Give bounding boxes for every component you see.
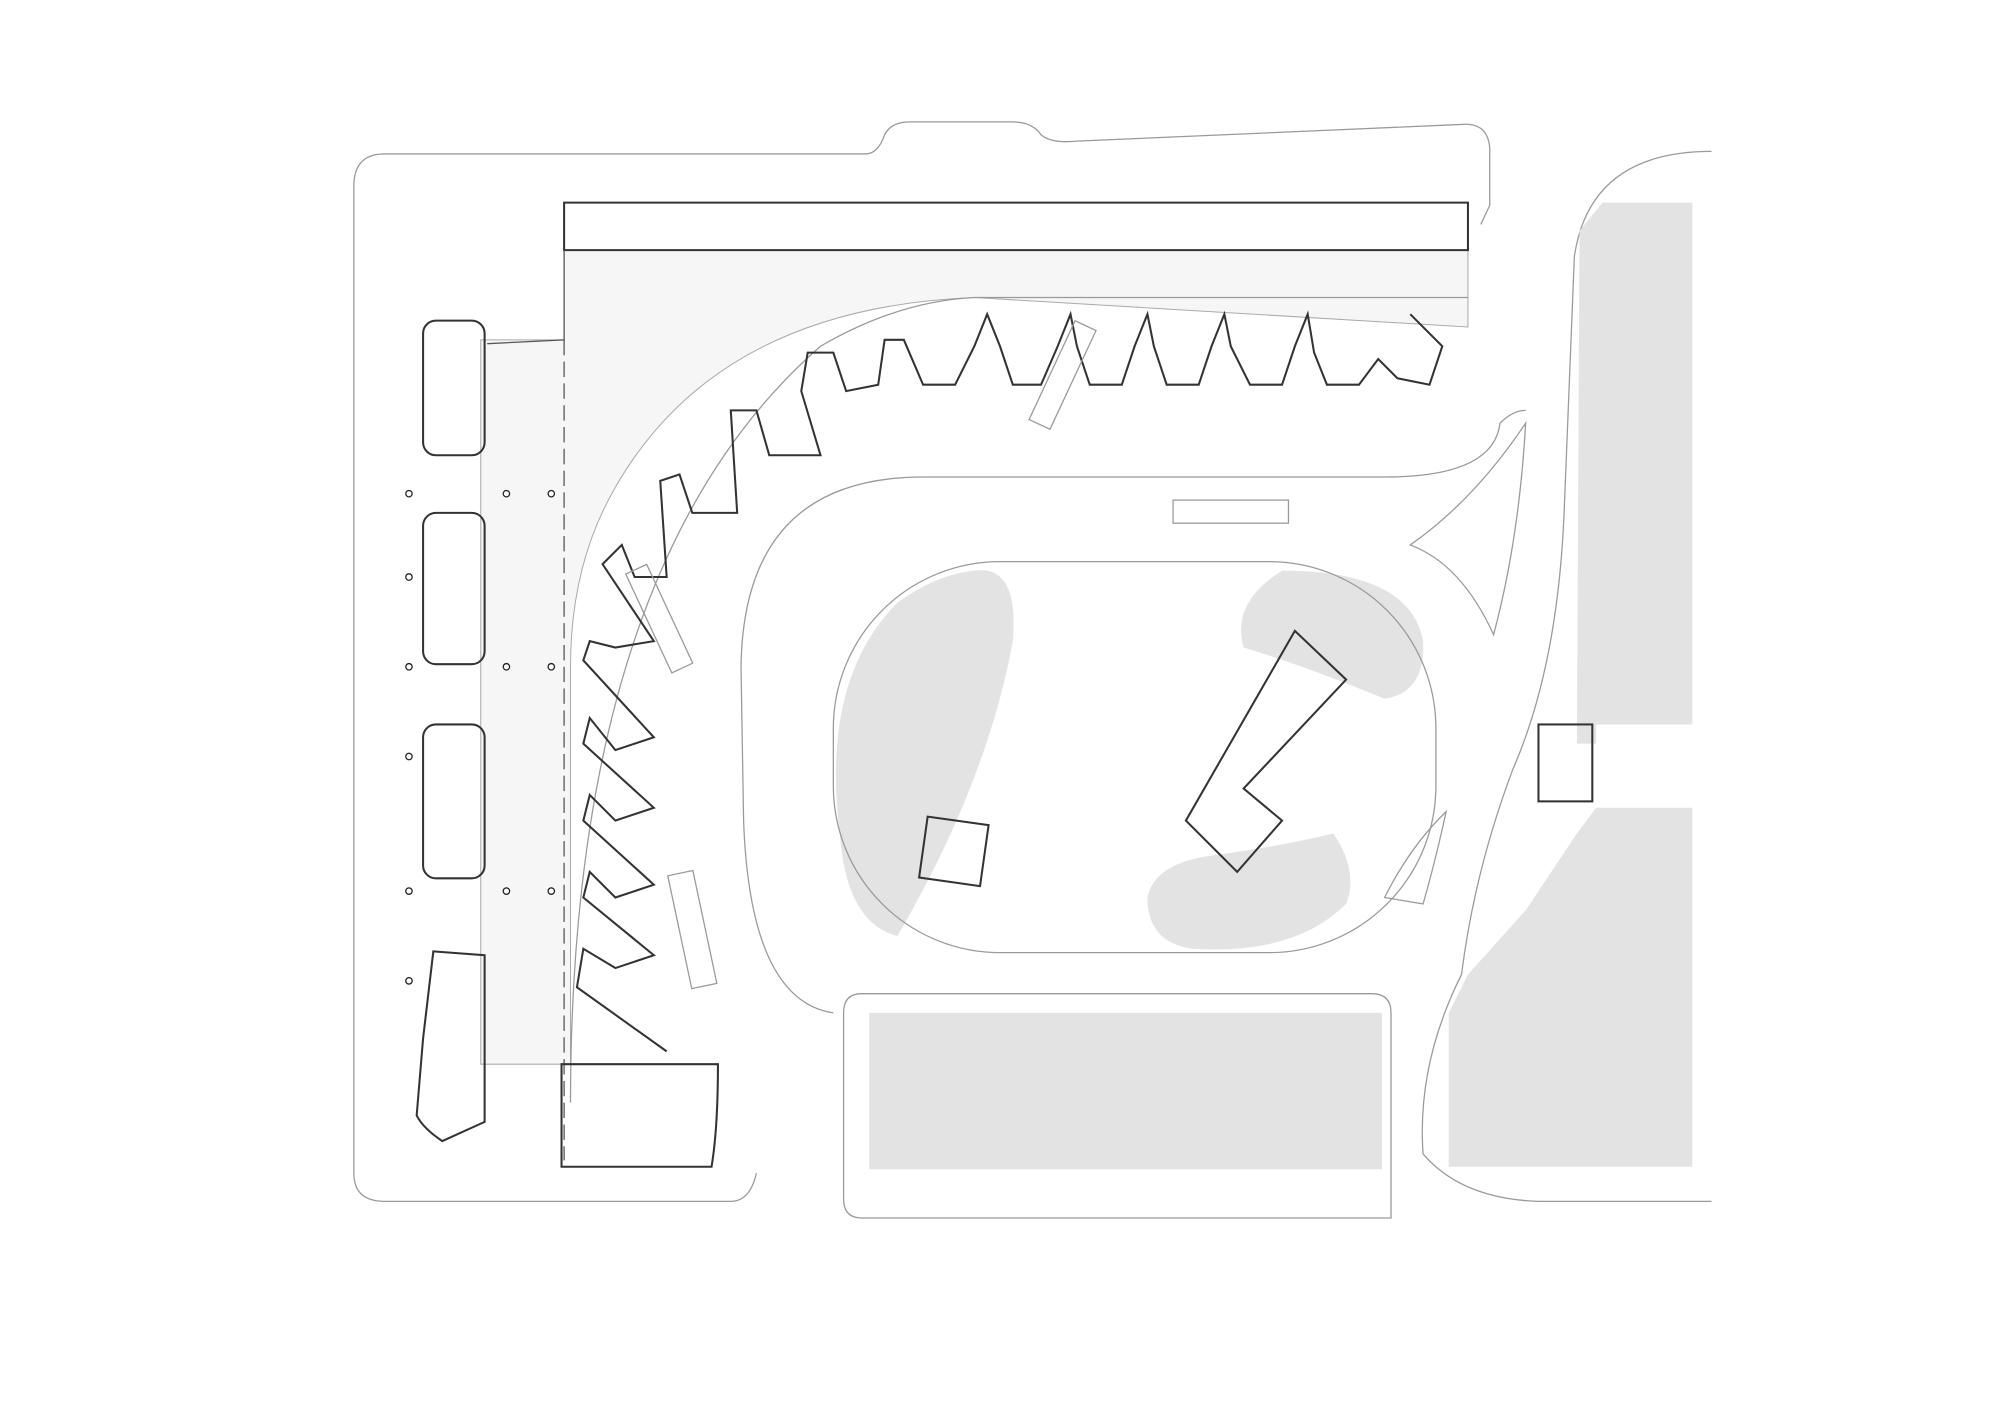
building-corridor [480, 201, 1469, 1168]
drive-loop [667, 409, 1527, 1014]
west-pavilions [415, 319, 486, 1143]
columns [405, 489, 556, 985]
landscape-areas [835, 202, 1693, 1170]
east-pavilions [917, 629, 1594, 888]
zigzag-classrooms [575, 310, 1444, 1053]
